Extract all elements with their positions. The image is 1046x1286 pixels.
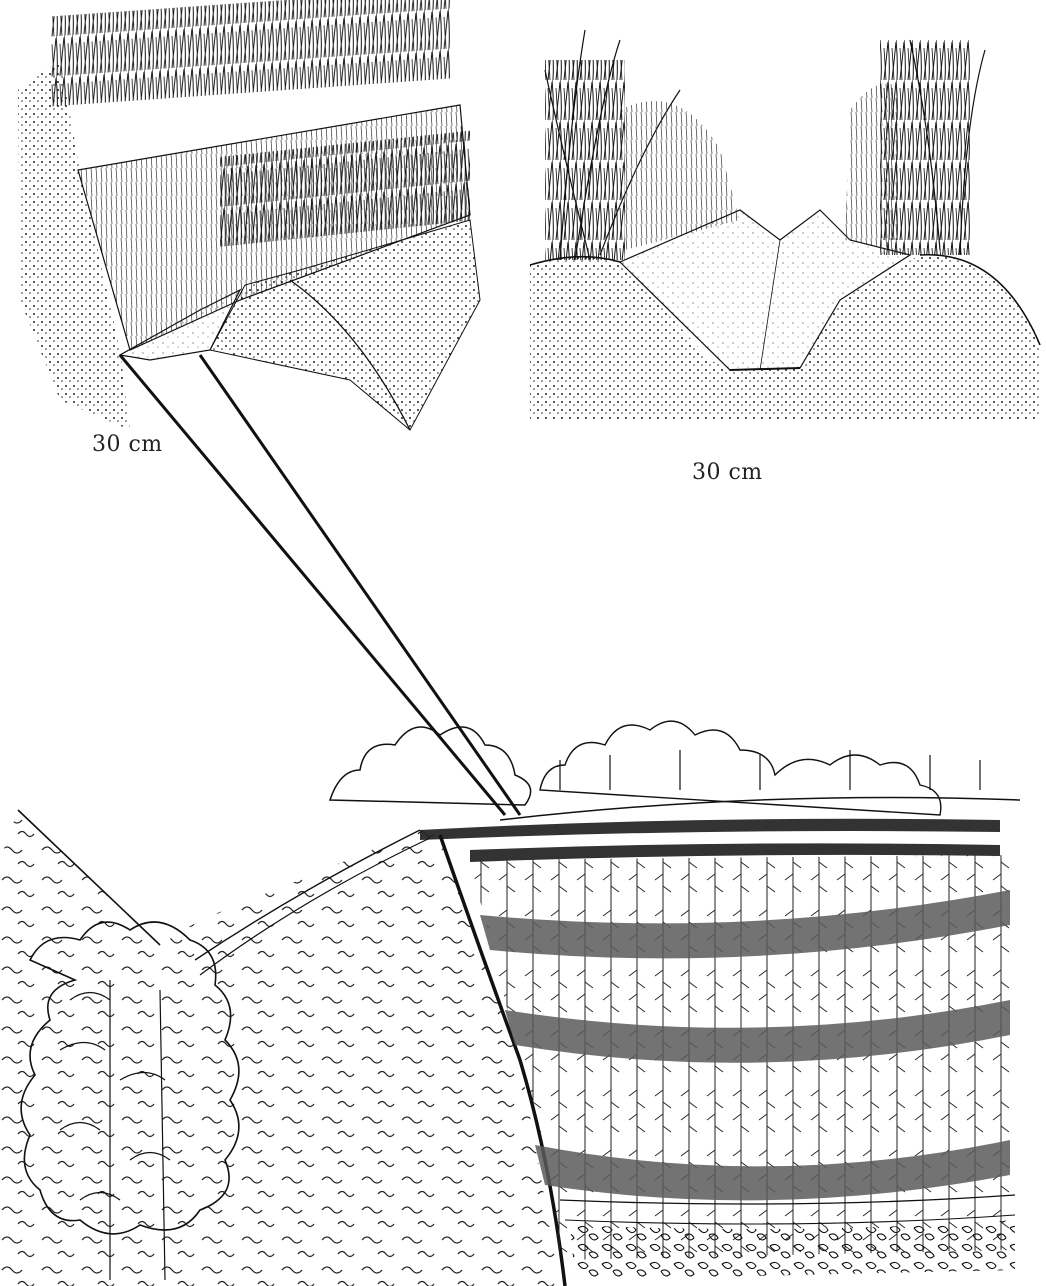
right-inset-dimension-label: 30 cm: [692, 460, 763, 485]
left-inset-dimension-label: 30 cm: [92, 432, 163, 457]
right-inset-drawing: [530, 30, 1040, 420]
main-scene-drawing: [0, 721, 1020, 1286]
left-inset-drawing: [18, 0, 480, 430]
callout-lines: [120, 355, 520, 815]
